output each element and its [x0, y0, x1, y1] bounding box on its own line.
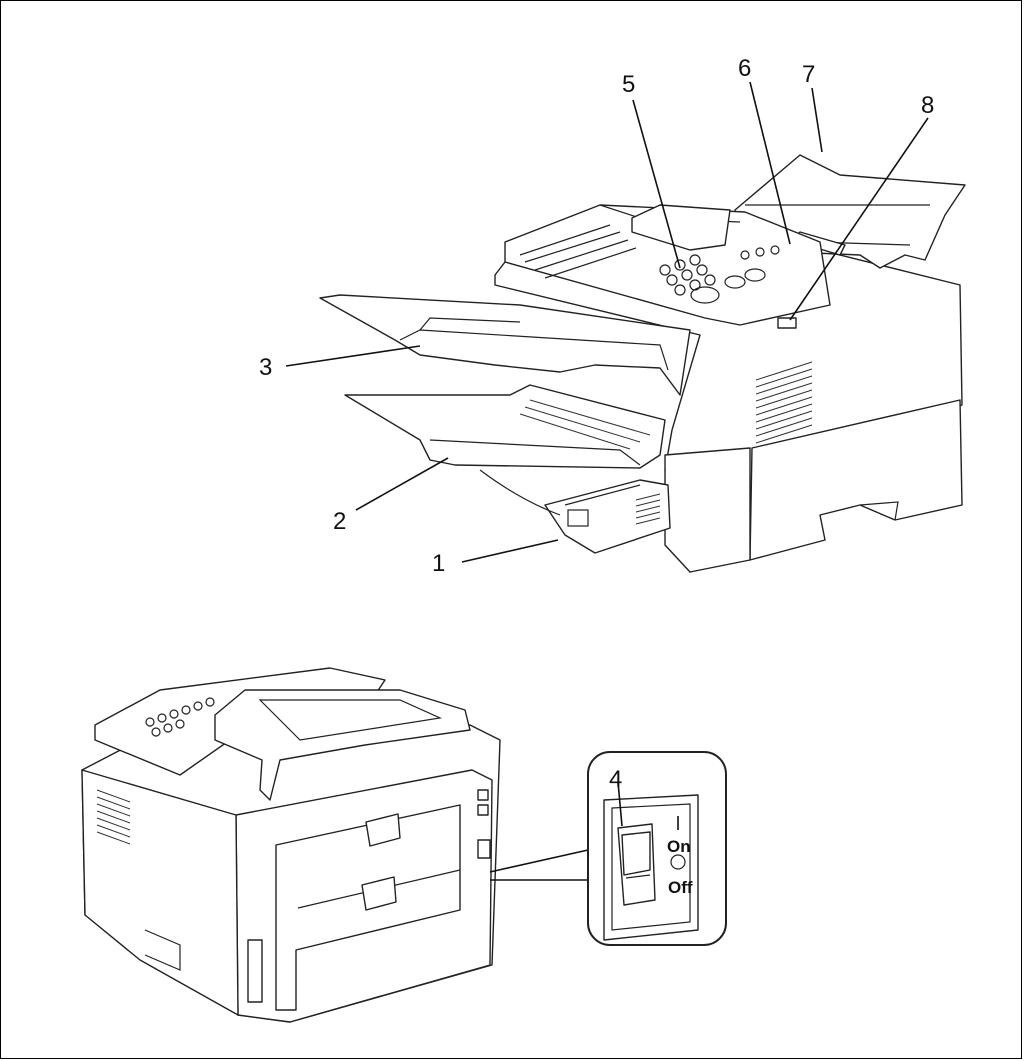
- front-view-leader-lines: [285, 81, 929, 563]
- front-view-callouts: 1 2 3 5 6 7 8: [259, 55, 934, 577]
- callout-4: 4: [609, 766, 622, 793]
- switch-on-label: On: [667, 837, 691, 856]
- inset-connector-lines: [489, 849, 589, 881]
- callout-1: 1: [432, 550, 445, 577]
- callout-7: 7: [802, 61, 815, 88]
- callout-5: 5: [622, 71, 635, 98]
- rear-view-machine: [81, 667, 501, 1023]
- switch-off-label: Off: [668, 878, 693, 897]
- callout-3: 3: [259, 354, 272, 381]
- power-switch-inset: [587, 751, 727, 946]
- callout-8: 8: [921, 92, 934, 119]
- front-view-machine: [319, 154, 966, 573]
- callout-6: 6: [738, 55, 751, 82]
- callout-2: 2: [333, 508, 346, 535]
